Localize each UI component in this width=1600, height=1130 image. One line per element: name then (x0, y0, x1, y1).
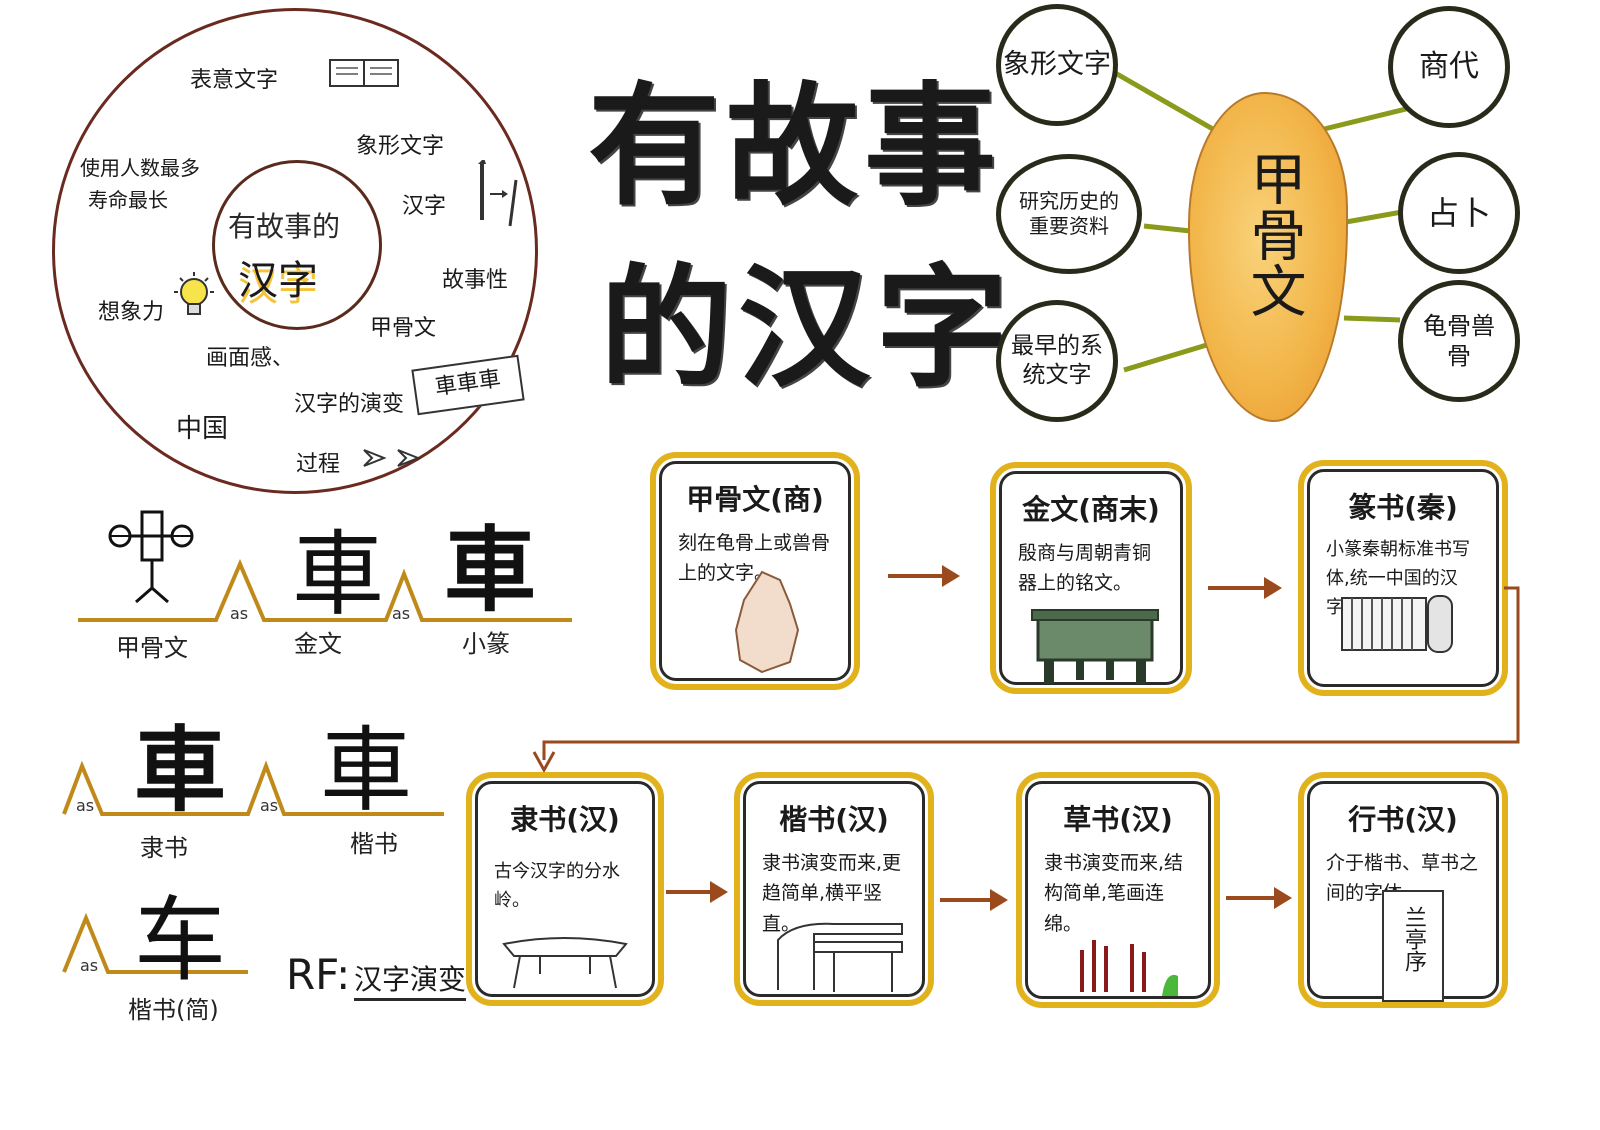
keyword-xiangxing: 象形文字 (356, 134, 445, 159)
kaishu-che: 車 (320, 717, 413, 824)
label-jinwen: 金文 (294, 630, 342, 658)
mindmap-center: 甲骨文 (1241, 150, 1306, 318)
stage-card-lishu: 隶书(汉) 古今汉字的分水岭。 (466, 772, 664, 1006)
bamboo-slips-icon (1341, 595, 1453, 653)
bubble-divination: 占卜 (1398, 152, 1520, 274)
simplified-che: 车 (134, 887, 227, 994)
stage-title: 行书(汉) (1348, 803, 1458, 836)
inner-circle (212, 160, 382, 330)
stage-card-jiaguwen: 甲骨文(商) 刻在龟骨上或兽骨上的文字。 (650, 452, 860, 690)
title-line1: 有故事 (588, 70, 1002, 224)
arrow-right (666, 881, 728, 903)
stage-card-kaishu: 楷书(汉) 隶书演变而来,更趋简单,横平竖直。 (734, 772, 934, 1006)
evolution-baseline-3 (62, 912, 248, 974)
keyword-story: 故事性 (442, 268, 509, 293)
keyword-jiaguwen: 甲骨文 (370, 316, 437, 341)
stele-icon: 兰亭序 (1382, 890, 1444, 1002)
circle-center-line1: 有故事的 (228, 210, 341, 243)
label-lishu: 隶书 (140, 834, 188, 862)
circle-center-line2: 汉字 (238, 258, 318, 304)
keyword-visual: 画面感、 (206, 346, 295, 371)
bubble-earliest-system: 最早的系统文字 (996, 300, 1118, 422)
stage-desc: 介于楷书、草书之间的字体。 (1326, 852, 1479, 905)
stage-title: 隶书(汉) (510, 803, 620, 836)
as-mark: as (76, 796, 95, 815)
stage-title: 甲骨文(商) (686, 483, 824, 516)
stage-desc: 古今汉字的分水岭。 (494, 861, 620, 911)
stage-title: 楷书(汉) (779, 803, 889, 836)
outer-circle (52, 8, 538, 494)
stele-text: 兰亭序 (1401, 906, 1426, 972)
stage-title: 草书(汉) (1063, 803, 1173, 836)
arrow-right (940, 889, 1008, 911)
label-kaishu: 楷书 (350, 830, 398, 858)
stage-title: 金文(商末) (1022, 493, 1160, 526)
keyword-biaoyi: 表意文字 (190, 68, 279, 93)
arrow-right (1226, 887, 1292, 909)
bronze-vessel-icon (1031, 609, 1159, 684)
row-connector (532, 586, 1520, 774)
label-xiaozhuan: 小篆 (462, 630, 510, 658)
stage-card-xingshu: 行书(汉) 介于楷书、草书之间的字体。 兰亭序 (1298, 772, 1508, 1008)
rf-link[interactable]: 汉字演变 (354, 958, 467, 1001)
arrow-right (1208, 577, 1282, 599)
book-icon (329, 59, 399, 87)
stage-desc: 隶书演变而来,更趋简单,横平竖直。 (762, 852, 902, 935)
bubble-xiangxing: 象形文字 (996, 4, 1118, 126)
lightbulb-icon (174, 272, 214, 315)
as-mark: as (230, 604, 249, 623)
ink-table-icon (502, 937, 628, 989)
keyword-longest-life: 寿命最长 (88, 188, 168, 212)
as-mark: as (260, 796, 279, 815)
rf-prefix: RF: (286, 950, 351, 999)
brush-pen-icon (478, 160, 518, 227)
chevron-arrows-icon (363, 449, 421, 467)
desk-icon (777, 922, 903, 992)
bubble-bones: 龟骨兽骨 (1398, 280, 1520, 402)
stage-card-zhuanshu: 篆书(秦) 小篆秦朝标准书写体,统一中国的汉字。 (1298, 460, 1508, 696)
bubble-shang: 商代 (1388, 6, 1510, 128)
stage-title: 篆书(秦) (1348, 491, 1458, 524)
keyword-most-users: 使用人数最多 (80, 156, 200, 180)
grass-script-brush-icon (1080, 940, 1178, 996)
evolution-baseline-2 (62, 760, 444, 816)
title-line2: 的汉字 (600, 252, 1014, 406)
keyword-china: 中国 (176, 414, 229, 444)
bubble-history-material: 研究历史的重要资料 (996, 154, 1142, 274)
keyword-imagination: 想象力 (98, 300, 165, 325)
mindmap-branches (1108, 67, 1411, 373)
oracle-che-glyph (108, 510, 194, 604)
oracle-bone-icon (734, 570, 800, 674)
stage-desc: 刻在龟骨上或兽骨上的文字。 (678, 532, 831, 585)
xiaozhuan-che: 車 (444, 517, 537, 624)
oracle-bone (1188, 92, 1348, 422)
keyword-process: 过程 (296, 452, 341, 477)
stage-desc: 殷商与周朝青铜器上的铭文。 (1018, 542, 1152, 595)
label-simplified: 楷书(简) (128, 996, 219, 1024)
lishu-che: 車 (134, 717, 227, 824)
stage-desc: 隶书演变而来,结构简单,笔画连绵。 (1044, 852, 1184, 935)
label-jiaguwen: 甲骨文 (116, 634, 188, 662)
as-mark: as (392, 604, 411, 623)
evolution-baseline-1 (78, 558, 572, 622)
keyword-evolution: 汉字的演变 (294, 392, 405, 417)
stage-card-jinwen: 金文(商末) 殷商与周朝青铜器上的铭文。 (990, 462, 1192, 694)
jinwen-che: 車 (292, 521, 385, 628)
as-mark: as (80, 956, 99, 975)
stage-card-caoshu: 草书(汉) 隶书演变而来,结构简单,笔画连绵。 (1016, 772, 1220, 1008)
keyword-hanzi: 汉字 (402, 194, 447, 219)
arrow-right (888, 565, 960, 587)
